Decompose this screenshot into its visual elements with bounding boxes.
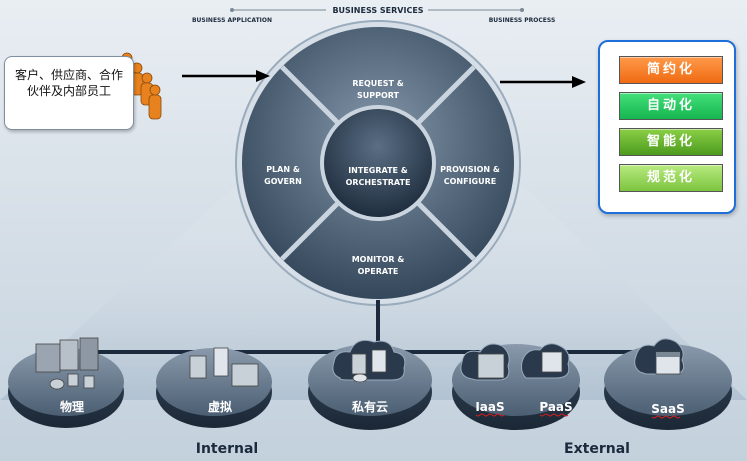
wheel-right-label-1: PROVISION & bbox=[440, 165, 500, 174]
benefit-simplify: 简约化 bbox=[619, 56, 723, 84]
wheel-center-label-1: INTEGRATE & bbox=[348, 166, 408, 175]
business-services-label: BUSINESS SERVICES bbox=[332, 6, 423, 15]
platform-physical-label: 物理 bbox=[60, 399, 84, 414]
spellcheck-underline bbox=[475, 413, 505, 417]
benefits-box: 简约化 自动化 智能化 规范化 bbox=[598, 40, 736, 214]
clients-box: 客户、供应商、合作伙伴及内部员工 bbox=[4, 56, 134, 130]
cloud-icon bbox=[332, 339, 406, 381]
clients-label: 客户、供应商、合作伙伴及内部员工 bbox=[14, 68, 123, 98]
wheel-left-label-2: GOVERN bbox=[264, 177, 302, 186]
paas-chip-icon bbox=[541, 351, 563, 373]
benefit-automate: 自动化 bbox=[619, 92, 723, 120]
spellcheck-underline bbox=[651, 415, 681, 419]
services-wheel bbox=[235, 20, 521, 306]
physical-servers-icon bbox=[35, 337, 99, 390]
wheel-center-label-2: ORCHESTRATE bbox=[346, 178, 411, 187]
private-cloud-servers-icon bbox=[351, 349, 387, 383]
wheel-bottom-label-1: MONITOR & bbox=[352, 255, 405, 264]
iaas-server-icon bbox=[477, 353, 505, 379]
internal-label: Internal bbox=[196, 441, 258, 457]
wheel-right-label-2: CONFIGURE bbox=[444, 177, 497, 186]
output-arrow bbox=[500, 76, 586, 88]
business-process-label: BUSINESS PROCESS bbox=[489, 17, 556, 24]
platform-saas-label: SaaS bbox=[651, 402, 684, 416]
wheel-bottom-label-2: OPERATE bbox=[358, 267, 399, 276]
platform-private-cloud-label: 私有云 bbox=[351, 399, 388, 414]
external-label: External bbox=[564, 441, 630, 457]
platform-virtual-label: 虚拟 bbox=[208, 399, 232, 414]
wheel-left-label-1: PLAN & bbox=[266, 165, 300, 174]
virtual-servers-icon bbox=[189, 347, 259, 387]
header-lines bbox=[230, 8, 524, 12]
platform-paas-label: PaaS bbox=[539, 400, 572, 414]
input-arrow bbox=[182, 70, 270, 82]
benefit-standardize: 规范化 bbox=[619, 164, 723, 192]
saas-window-icon bbox=[655, 351, 681, 375]
benefit-intelligent: 智能化 bbox=[619, 128, 723, 156]
business-application-label: BUSINESS APPLICATION bbox=[192, 17, 272, 24]
platform-iaas-label: IaaS bbox=[475, 400, 504, 414]
wheel-top-label-2: SUPPORT bbox=[357, 91, 400, 100]
wheel-top-label-1: REQUEST & bbox=[352, 79, 403, 88]
spellcheck-underline bbox=[539, 413, 569, 417]
